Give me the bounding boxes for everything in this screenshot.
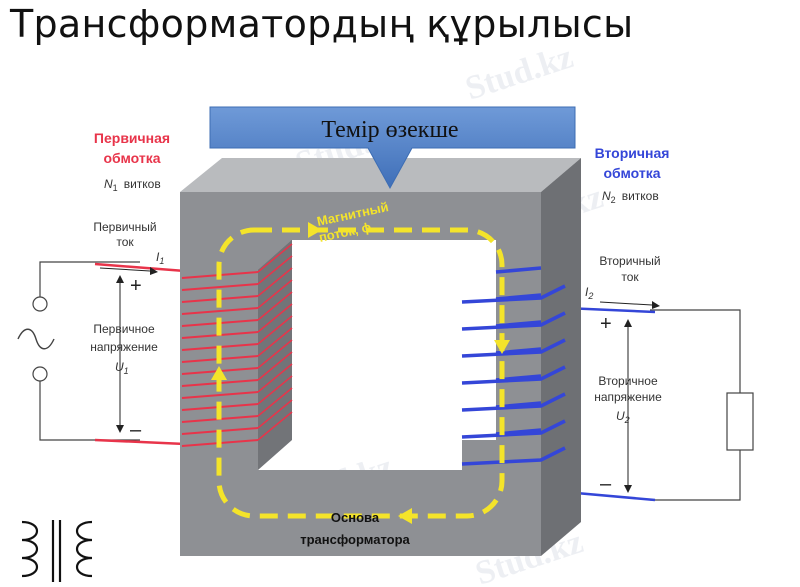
primary-winding-turn	[257, 243, 293, 273]
watermark-text: Stud.kz	[461, 38, 578, 107]
secondary-circuit	[650, 309, 754, 501]
secondary-winding-turn	[461, 347, 566, 385]
primary-winding-turn	[257, 267, 293, 297]
flux-arrow-icon	[308, 222, 322, 238]
base-label: трансформатора	[300, 532, 410, 547]
primary-winding-turn	[257, 315, 293, 345]
primary-winding-turn	[257, 327, 293, 357]
primary-winding-turn	[257, 279, 293, 309]
page-title: Трансформатордың құрылысы	[10, 2, 634, 46]
primary-winding-turn	[257, 351, 293, 381]
primary-winding-turn	[257, 411, 293, 441]
primary-current-label: ток	[116, 235, 134, 249]
flux-arrow-icon	[398, 508, 412, 524]
secondary-winding-turn	[461, 266, 566, 304]
primary-minus: –	[130, 419, 142, 441]
arrow-head-icon	[150, 267, 158, 275]
secondary-winding-label: обмотка	[603, 165, 660, 181]
primary-winding-turn	[257, 339, 293, 369]
secondary-current-label: Вторичный	[599, 254, 660, 268]
core-label-arrow: Темір өзекше	[209, 106, 576, 190]
secondary-winding-turn	[461, 293, 566, 331]
primary-winding-turn	[257, 399, 293, 429]
primary-voltage-symbol: U1	[115, 360, 129, 376]
core-side-face	[541, 158, 581, 556]
secondary-voltage-label: напряжение	[594, 390, 662, 404]
primary-plus: +	[130, 275, 142, 297]
primary-winding-turn	[257, 303, 293, 333]
core-top-face	[180, 158, 581, 192]
core-label: Темір өзекше	[321, 117, 458, 143]
primary-current-symbol: I1	[156, 250, 164, 266]
primary-voltage-label: напряжение	[90, 340, 158, 354]
flux-arrow-icon	[494, 340, 510, 354]
secondary-plus: +	[600, 313, 612, 335]
arrow-head-icon	[624, 319, 632, 327]
secondary-voltage-symbol: U2	[616, 409, 630, 425]
secondary-voltage-label: Вторичное	[598, 374, 658, 388]
primary-winding-turn	[257, 375, 293, 405]
primary-current-arrow	[99, 267, 151, 272]
core-window	[292, 240, 496, 440]
primary-winding-turn	[257, 363, 293, 393]
secondary-winding-turn	[461, 320, 566, 358]
magnetic-flux-path	[211, 222, 510, 524]
primary-winding-turn	[181, 307, 259, 315]
primary-winding-turn	[257, 387, 293, 417]
primary-voltage-label: Первичное	[93, 322, 155, 336]
flux-arrow-icon	[211, 366, 227, 380]
arrow-head-icon	[116, 425, 124, 433]
secondary-winding-turn	[461, 374, 566, 412]
ac-source-icon	[17, 328, 55, 350]
primary-winding-turn	[181, 391, 259, 399]
load-resistor-icon	[726, 392, 754, 451]
secondary-winding-label: Вторичная	[595, 145, 670, 161]
base-label: Основа	[331, 510, 380, 525]
secondary-minus: –	[600, 473, 612, 495]
primary-winding-turn	[181, 283, 259, 291]
primary-winding-turn	[257, 291, 293, 321]
primary-leads	[94, 262, 186, 446]
secondary-current-label: ток	[621, 270, 639, 284]
secondary-current-arrow	[599, 301, 653, 306]
window-inner-left	[258, 240, 292, 470]
arrow-head-icon	[652, 301, 660, 309]
primary-winding-label: обмотка	[103, 150, 160, 166]
transformer-symbol-icon	[21, 520, 93, 582]
primary-winding-label: Первичная	[94, 130, 170, 146]
secondary-current-symbol: I2	[585, 285, 593, 301]
primary-current-label: Первичный	[93, 220, 156, 234]
arrow-head-icon	[624, 485, 632, 493]
arrow-head-icon	[116, 275, 124, 283]
primary-winding-turn	[257, 255, 293, 285]
iron-core	[180, 158, 581, 556]
